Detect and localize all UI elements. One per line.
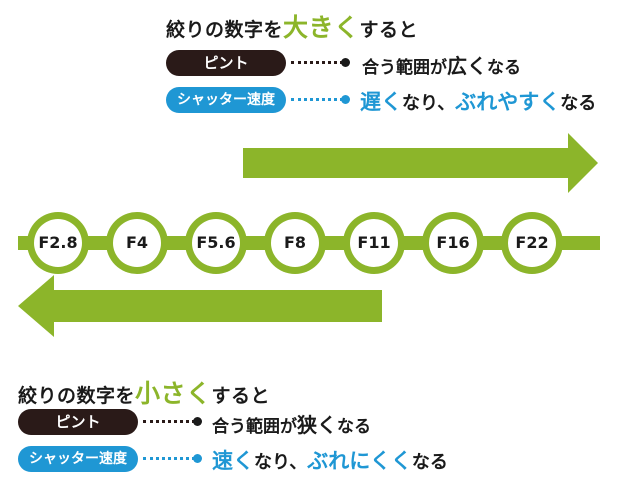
- bottom-focus-result-post: なる: [337, 417, 371, 437]
- f-stop-circle: F5.6: [185, 212, 247, 274]
- top-focus-result: 合う範囲が広くなる: [362, 50, 521, 79]
- f-stop-label: F11: [350, 219, 398, 267]
- f-stop-label: F22: [508, 219, 556, 267]
- bottom-shutter-emphasis-1: 速く: [212, 449, 254, 473]
- top-shutter-dot: [341, 95, 350, 104]
- top-heading-post: すると: [359, 19, 419, 41]
- top-heading-pre: 絞りの数字を: [166, 19, 284, 41]
- bottom-heading-emphasis: 小さく: [135, 379, 212, 408]
- top-focus-result-emphasis: 広く: [447, 54, 487, 78]
- f-stop-circle: F11: [343, 212, 405, 274]
- bottom-focus-connector: [143, 420, 195, 423]
- bottom-shutter-connector: [143, 457, 195, 460]
- top-focus-result-post: なる: [487, 58, 521, 78]
- bottom-focus-pill: ピント: [18, 409, 138, 435]
- top-heading: 絞りの数字を大きくすると: [166, 8, 418, 44]
- f-stop-label: F16: [429, 219, 477, 267]
- f-stop-label: F8: [271, 219, 319, 267]
- top-shutter-pill: シャッター速度: [166, 87, 286, 113]
- top-shutter-result: 遅くなり、ぶれやすくなる: [360, 86, 596, 116]
- f-stop-circle: F16: [422, 212, 484, 274]
- top-focus-result-pre: 合う範囲が: [362, 58, 447, 78]
- f-stop-circle: F2.8: [27, 212, 89, 274]
- bottom-section: 絞りの数字を小さくすると ピント 合う範囲が狭くなる シャッター速度 速くなり、…: [0, 0, 620, 473]
- top-shutter-mid: なり、: [402, 93, 456, 114]
- top-shutter-emphasis-1: 遅く: [360, 90, 402, 114]
- bottom-heading-post: すると: [211, 385, 271, 407]
- top-focus-pill: ピント: [166, 50, 286, 76]
- bottom-focus-dot: [193, 417, 202, 426]
- bottom-focus-result-emphasis: 狭く: [297, 413, 337, 437]
- f-stop-circle: F8: [264, 212, 326, 274]
- top-section: 絞りの数字を大きくすると ピント 合う範囲が広くなる シャッター速度 遅くなり、…: [0, 0, 620, 120]
- top-focus-connector: [291, 61, 343, 64]
- f-stop-circle: F4: [106, 212, 168, 274]
- bottom-shutter-dot: [193, 454, 202, 463]
- right-arrow: [243, 133, 598, 193]
- bottom-shutter-mid: なり、: [254, 452, 308, 473]
- top-shutter-emphasis-2: ぶれやすく: [455, 90, 561, 114]
- bottom-focus-result-pre: 合う範囲が: [212, 417, 297, 437]
- bottom-shutter-emphasis-2: ぶれにくく: [307, 449, 412, 473]
- bottom-heading: 絞りの数字を小さくすると: [18, 374, 270, 410]
- top-shutter-post: なる: [560, 93, 597, 114]
- f-stop-circle: F22: [501, 212, 563, 274]
- bottom-heading-pre: 絞りの数字を: [18, 385, 136, 407]
- top-heading-emphasis: 大きく: [283, 13, 360, 42]
- f-stop-label: F4: [113, 219, 161, 267]
- f-stop-label: F2.8: [34, 219, 82, 267]
- left-arrow: [18, 275, 382, 337]
- bottom-focus-result: 合う範囲が狭くなる: [212, 409, 371, 438]
- bottom-shutter-pill: シャッター速度: [18, 446, 138, 472]
- top-shutter-connector: [291, 98, 343, 101]
- top-focus-dot: [341, 58, 350, 67]
- f-stop-label: F5.6: [192, 219, 240, 267]
- bottom-shutter-post: なる: [411, 452, 448, 473]
- bottom-shutter-result: 速くなり、ぶれにくくなる: [212, 445, 448, 475]
